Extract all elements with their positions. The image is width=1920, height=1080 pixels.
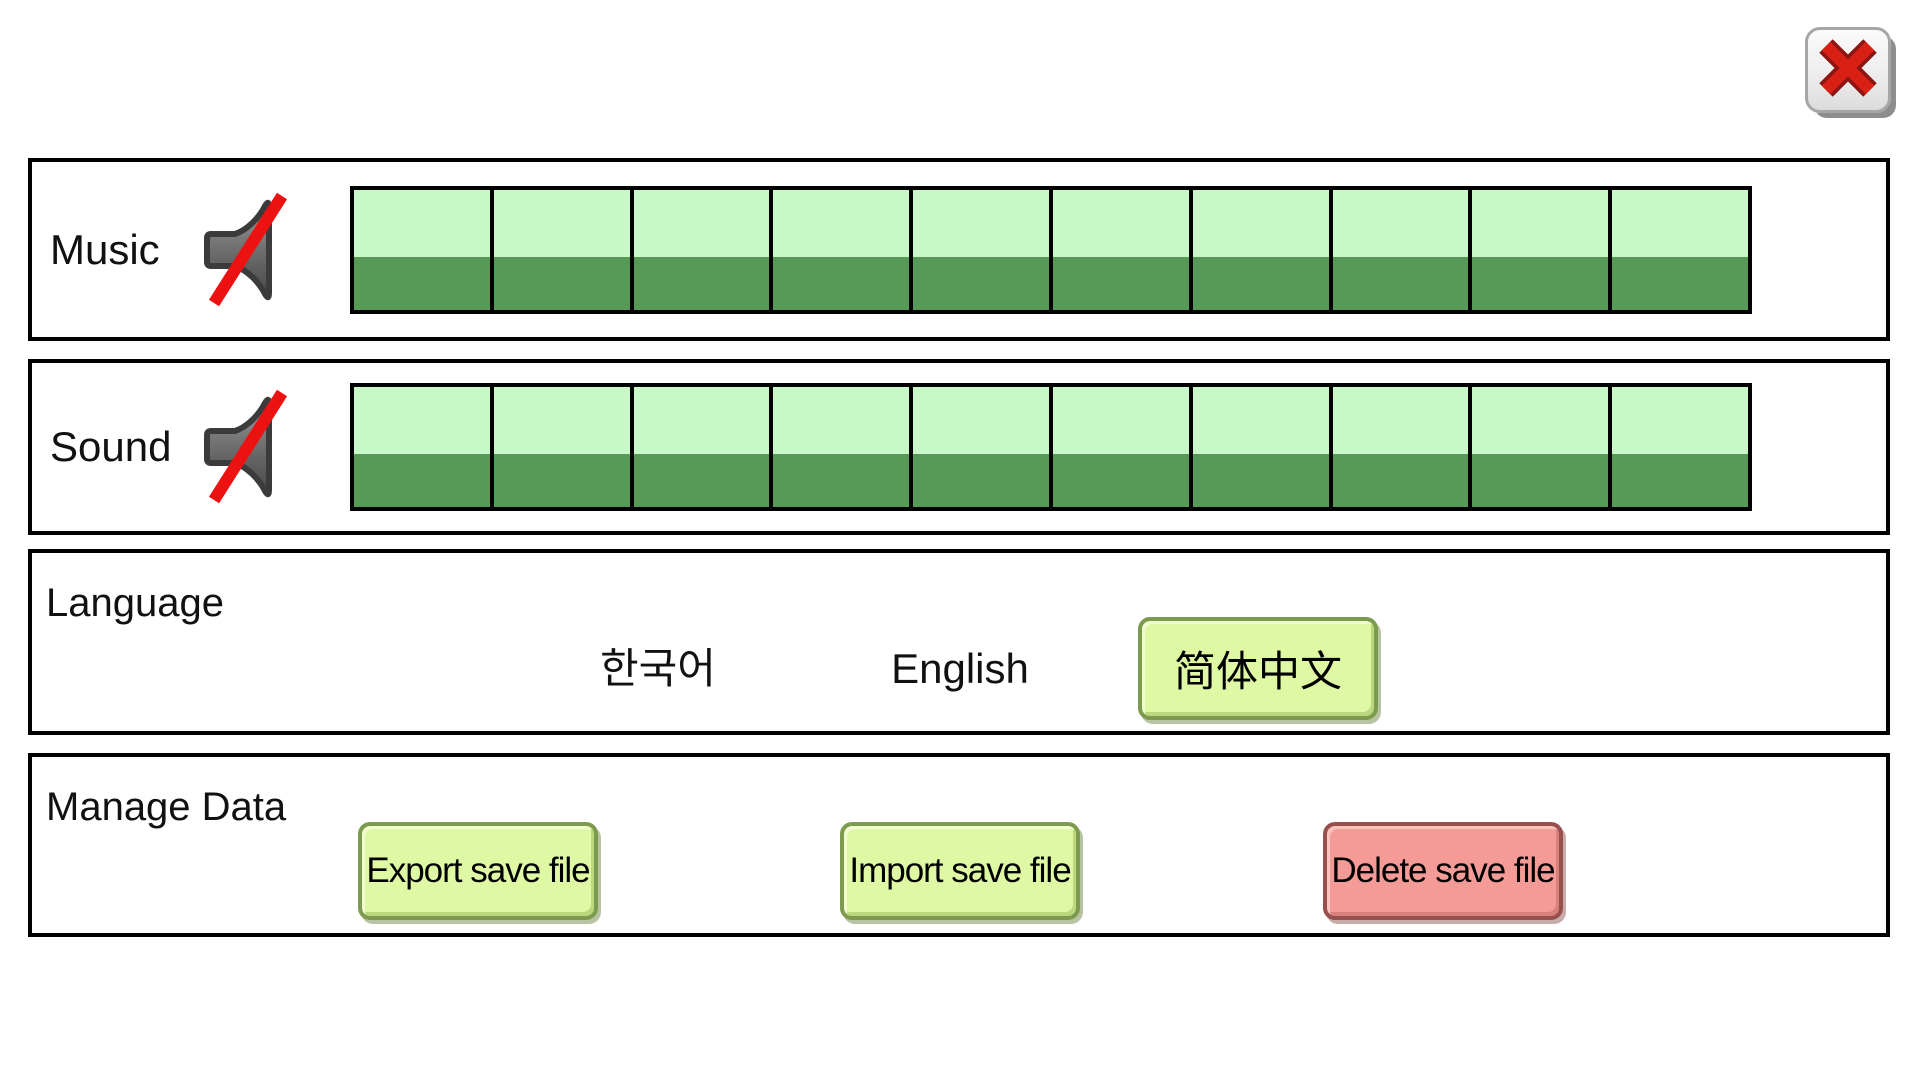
sound-volume-segment[interactable] [354,387,490,507]
language-option-simplified-chinese-button[interactable]: 简体中文 [1138,617,1378,720]
music-volume-segment[interactable] [354,189,490,310]
music-label: Music [50,225,160,273]
delete-save-file-button[interactable]: Delete save file [1323,822,1563,920]
manage-data-panel: Manage Data Export save file Import save… [28,753,1890,937]
language-option-korean[interactable]: 한국어 [600,645,716,692]
sound-volume-segment[interactable] [1472,387,1609,507]
music-volume-segment[interactable] [1472,189,1609,310]
sound-volume-panel: Sound [28,359,1890,535]
music-volume-panel: Music [28,158,1890,341]
sound-volume-segment[interactable] [773,387,910,507]
sound-volume-segment[interactable] [633,387,770,507]
sound-volume-segment[interactable] [1052,387,1189,507]
music-volume-segment[interactable] [773,189,910,310]
sound-muted-speaker-icon[interactable] [200,387,290,507]
music-volume-segment[interactable] [913,189,1049,310]
sound-volume-segment[interactable] [493,387,630,507]
export-save-file-button[interactable]: Export save file [358,822,598,920]
music-volume-segment[interactable] [1192,189,1329,310]
sound-label: Sound [50,423,172,470]
language-section-label: Language [46,581,224,625]
music-muted-speaker-icon[interactable] [200,190,290,310]
music-volume-segment[interactable] [493,189,630,310]
sound-volume-segment[interactable] [1612,387,1748,507]
manage-data-section-label: Manage Data [46,785,287,829]
music-volume-bar[interactable] [350,185,1752,314]
sound-volume-segment[interactable] [1192,387,1329,507]
music-volume-segment[interactable] [633,189,770,310]
music-volume-segment[interactable] [1052,189,1189,310]
sound-volume-segment[interactable] [913,387,1049,507]
close-x-icon [1816,36,1880,105]
close-button[interactable] [1805,27,1891,113]
language-panel: Language 한국어 English 简体中文 [28,549,1890,735]
music-volume-segment[interactable] [1612,189,1748,310]
language-option-english[interactable]: English [891,645,1029,692]
sound-volume-bar[interactable] [350,383,1752,511]
sound-volume-segment[interactable] [1332,387,1469,507]
import-save-file-button[interactable]: Import save file [840,822,1080,920]
music-volume-segment[interactable] [1332,189,1469,310]
